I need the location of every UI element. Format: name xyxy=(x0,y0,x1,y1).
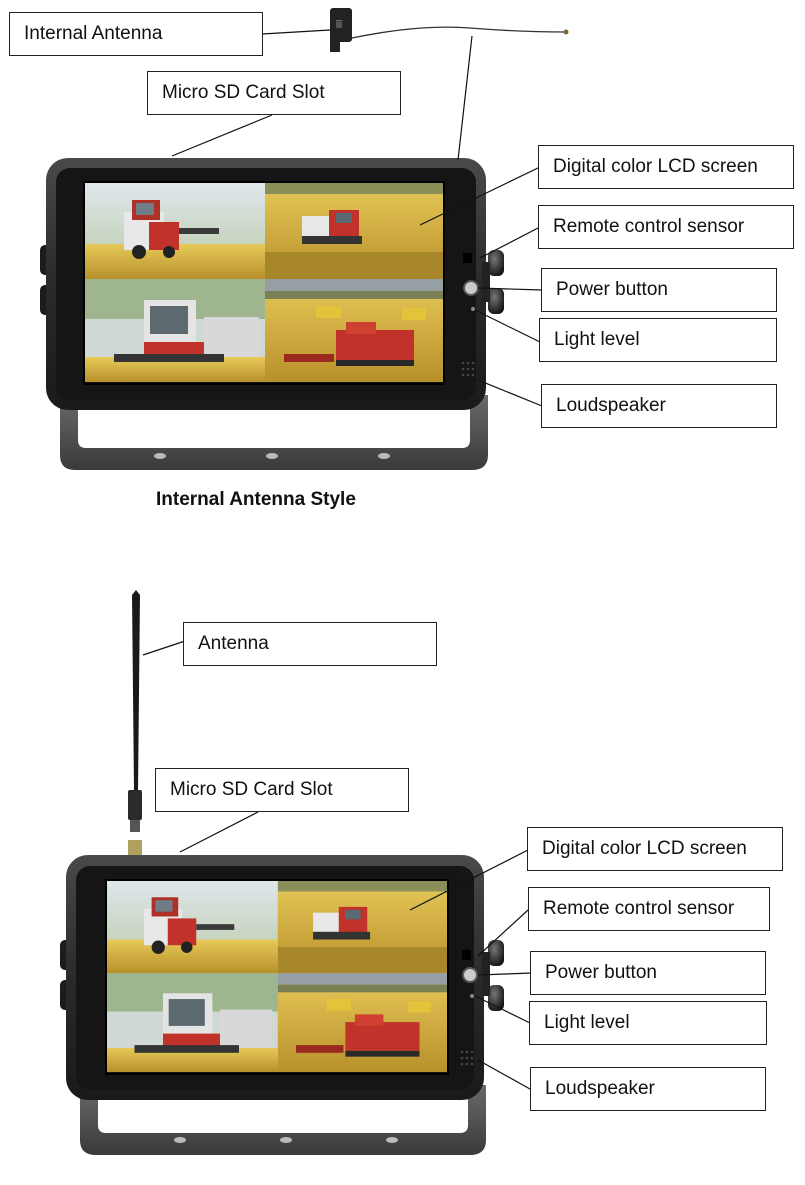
bottom-monitor xyxy=(60,590,504,1155)
label-speaker-top-text: Loudspeaker xyxy=(556,395,666,416)
bottom-power-button xyxy=(462,967,478,983)
label-remote-sensor-bottom-text: Remote control sensor xyxy=(543,898,735,919)
top-leader-lines xyxy=(171,29,543,407)
top-monitor-stand xyxy=(60,395,488,470)
caption-internal-antenna-style: Internal Antenna Style xyxy=(156,489,356,510)
label-lcd-bottom: Digital color LCD screen xyxy=(527,827,783,871)
label-micro-sd-top-text: Micro SD Card Slot xyxy=(162,82,325,103)
label-antenna: Antenna xyxy=(183,622,437,666)
label-micro-sd-top: Micro SD Card Slot xyxy=(147,71,401,115)
label-speaker-top: Loudspeaker xyxy=(541,384,777,428)
whip-antenna xyxy=(128,590,142,856)
label-speaker-bottom: Loudspeaker xyxy=(530,1067,766,1111)
label-remote-sensor-bottom: Remote control sensor xyxy=(528,887,770,931)
label-lcd-bottom-text: Digital color LCD screen xyxy=(542,838,747,859)
label-micro-sd-bottom-text: Micro SD Card Slot xyxy=(170,779,333,800)
top-power-button xyxy=(463,280,479,296)
label-light-top: Light level xyxy=(539,318,777,362)
label-power-bottom: Power button xyxy=(530,951,766,995)
top-remote-sensor xyxy=(463,253,472,263)
label-remote-sensor-top: Remote control sensor xyxy=(538,205,794,249)
label-internal-antenna: Internal Antenna xyxy=(9,12,263,56)
internal-antenna-module: |||| xyxy=(330,8,569,52)
bottom-leader-lines xyxy=(142,640,533,1090)
top-light-sensor xyxy=(471,307,475,311)
top-monitor: |||| xyxy=(40,8,569,470)
label-remote-sensor-top-text: Remote control sensor xyxy=(553,216,745,237)
label-internal-antenna-text: Internal Antenna xyxy=(24,23,163,44)
label-power-bottom-text: Power button xyxy=(545,962,657,983)
label-power-top: Power button xyxy=(541,268,777,312)
label-light-top-text: Light level xyxy=(554,329,640,350)
label-micro-sd-bottom: Micro SD Card Slot xyxy=(155,768,409,812)
label-speaker-bottom-text: Loudspeaker xyxy=(545,1078,655,1099)
bottom-remote-sensor xyxy=(462,950,471,960)
bottom-speaker-grille xyxy=(460,1050,474,1066)
bottom-light-sensor xyxy=(470,994,474,998)
label-antenna-text: Antenna xyxy=(198,633,269,654)
label-lcd-top-text: Digital color LCD screen xyxy=(553,156,758,177)
label-light-bottom: Light level xyxy=(529,1001,767,1045)
top-speaker-grille xyxy=(461,361,475,377)
svg-text:||||: |||| xyxy=(336,20,343,28)
label-light-bottom-text: Light level xyxy=(544,1012,630,1033)
label-power-top-text: Power button xyxy=(556,279,668,300)
label-lcd-top: Digital color LCD screen xyxy=(538,145,794,189)
